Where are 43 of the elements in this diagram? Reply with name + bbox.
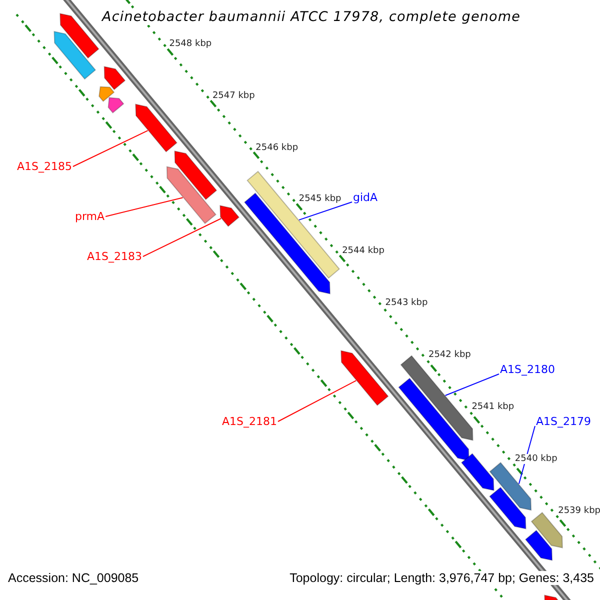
footer-text: Topology: circular; Length: 3,976,747 bp; Genes: 3,435	[290, 571, 594, 585]
scale-label: 2548 kbp	[169, 38, 212, 49]
gene-label: prmA	[75, 210, 105, 223]
scale-label: 2547 kbp	[212, 90, 255, 101]
gene-feature	[135, 104, 178, 152]
gene-feature	[54, 30, 96, 80]
scale-label: 2544 kbp	[342, 246, 384, 256]
gene-feature	[460, 453, 494, 492]
gene-feature	[489, 462, 532, 511]
leader-line	[72, 130, 148, 167]
gene-feature	[174, 150, 218, 200]
gene-label: A1S_2185	[17, 160, 72, 173]
gene-label: gidA	[353, 191, 378, 204]
scale-label: 2539 kbp	[558, 506, 600, 516]
leader-line	[142, 218, 222, 257]
scale-label: 2541 kbp	[472, 402, 514, 412]
scale-label: 2540 kbp	[514, 454, 558, 464]
gene-feature	[489, 486, 526, 530]
gene-label: A1S_2179	[536, 415, 591, 428]
gene-feature	[166, 166, 216, 224]
gene-feature	[220, 204, 240, 227]
leader-line	[105, 197, 184, 217]
scale-label: 2542 kbp	[428, 350, 471, 360]
gene-label: A1S_2180	[500, 363, 555, 376]
scale-label: 2546 kbp	[256, 142, 298, 153]
footer-text: Accession: NC_009085	[8, 571, 139, 585]
gene-label: A1S_2181	[222, 415, 277, 428]
gene-feature	[524, 530, 553, 561]
title: Acinetobacter baumannii ATCC 17978, complete genome	[102, 9, 521, 25]
scale-label: 2543 kbp	[385, 298, 428, 308]
gene-feature	[246, 170, 340, 279]
gene-feature	[340, 350, 389, 406]
gene-feature	[98, 86, 115, 102]
gene-feature	[60, 12, 100, 59]
leader-line	[278, 380, 357, 422]
leader-line	[444, 374, 500, 396]
leader-line	[298, 202, 352, 220]
gene-feature	[398, 378, 470, 462]
gene-feature	[530, 512, 563, 548]
gene-feature	[104, 66, 126, 90]
gene-feature	[108, 97, 124, 114]
scale-label: 2545 kbp	[298, 194, 342, 204]
gene-label: A1S_2183	[87, 250, 142, 263]
